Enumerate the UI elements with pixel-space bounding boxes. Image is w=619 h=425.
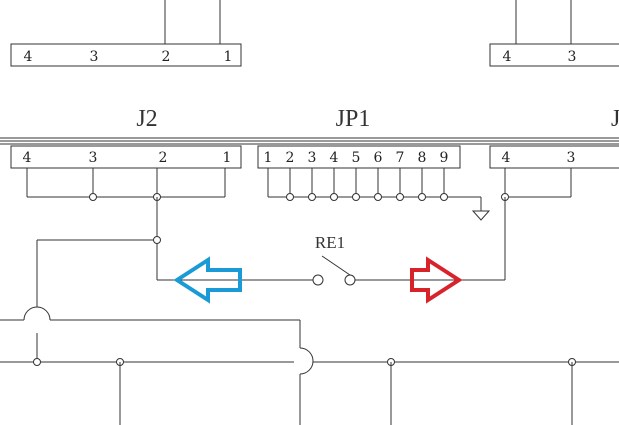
jp1-pin: 5 xyxy=(352,150,361,166)
j2-pin: 4 xyxy=(23,150,32,166)
j2-pin: 1 xyxy=(223,150,232,166)
jp1-pin: 3 xyxy=(308,150,317,166)
j1-pin: 4 xyxy=(502,150,511,166)
top-right-pin: 3 xyxy=(568,49,577,65)
jp1-connector: 1 2 3 4 5 6 7 8 9 xyxy=(257,145,491,221)
j2-pin: 3 xyxy=(89,150,98,166)
j1-connector: 4 3 xyxy=(489,145,619,201)
j1-label: J1 xyxy=(611,106,619,132)
j2-label: J2 xyxy=(136,106,157,132)
jp1-pin: 9 xyxy=(440,150,449,166)
j2-connector: 4 3 2 1 xyxy=(10,145,242,201)
relay-contact-left xyxy=(312,274,324,286)
top-right-connector: 4 3 xyxy=(489,0,619,67)
relay-circuit: RE1 xyxy=(0,197,506,425)
top-left-pin: 1 xyxy=(224,49,233,65)
j1-pin: 3 xyxy=(567,150,576,166)
ground-icon xyxy=(471,210,491,221)
jp1-pin: 4 xyxy=(330,150,339,166)
top-left-pin: 4 xyxy=(24,49,33,65)
jp1-label: JP1 xyxy=(336,106,371,132)
jp1-pin: 6 xyxy=(374,150,383,166)
left-arrow-icon xyxy=(173,256,242,304)
top-left-connector: 4 3 2 1 xyxy=(10,0,242,67)
relay-label: RE1 xyxy=(315,233,345,252)
top-left-pin: 3 xyxy=(90,49,99,65)
jp1-pin: 1 xyxy=(264,150,273,166)
j2-pin: 2 xyxy=(159,150,168,166)
relay-switch-arm xyxy=(321,255,351,276)
relay-contact-right xyxy=(344,274,356,286)
jp1-pin: 7 xyxy=(396,150,405,166)
bottom-bus xyxy=(0,358,619,425)
right-arrow-icon xyxy=(410,256,463,304)
top-left-pin: 2 xyxy=(162,49,171,65)
jp1-pin: 8 xyxy=(418,150,427,166)
jp1-pin: 2 xyxy=(286,150,295,166)
top-right-pin: 4 xyxy=(503,49,512,65)
